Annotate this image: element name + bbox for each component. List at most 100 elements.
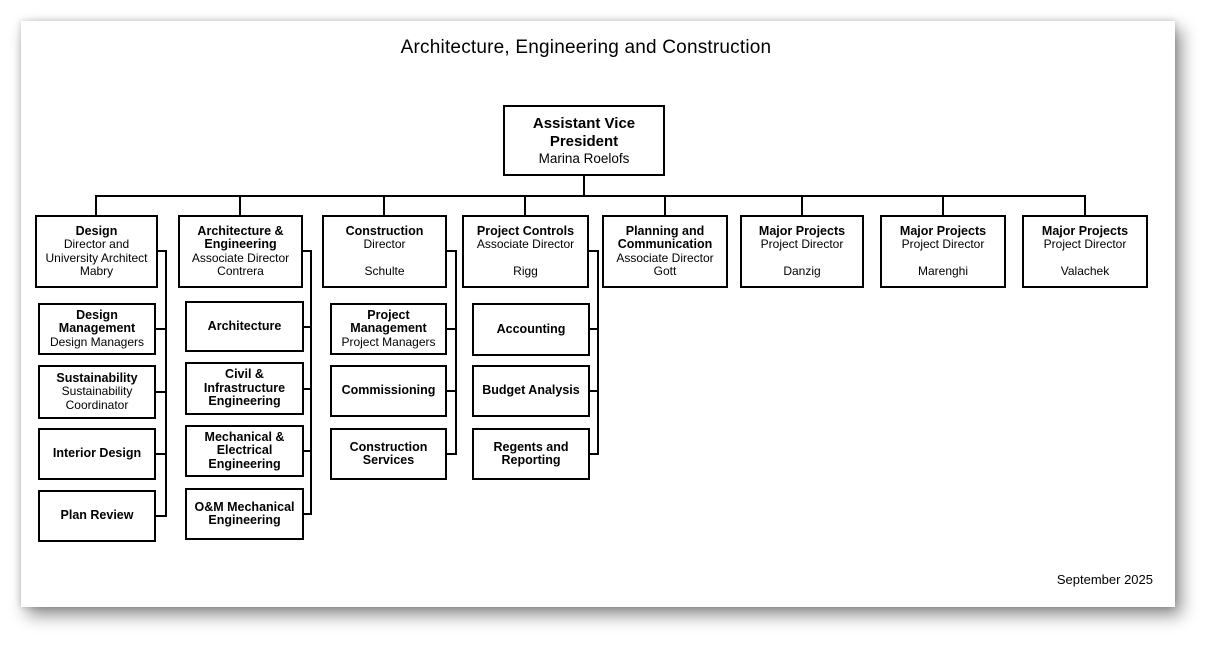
- dept-role: Associate Director: [191, 250, 290, 265]
- org-box-assistant-vice-president: Assistant Vice President Marina Roelofs: [503, 105, 665, 176]
- connector-stub: [304, 388, 312, 390]
- dept-role: Project Director: [1043, 237, 1127, 252]
- connector-stub: [447, 453, 455, 455]
- sub-title: Construction Services: [349, 439, 428, 467]
- dept-person: Schulte: [364, 263, 405, 278]
- connector-drop-valachek: [1084, 195, 1086, 215]
- dept-title: Planning and Communication: [617, 223, 713, 251]
- connector-drop-ae: [239, 195, 241, 215]
- org-box-title: Assistant Vice President: [532, 114, 636, 150]
- dept-box-design: Design Director and University Architect…: [35, 215, 158, 288]
- connector-stub: [304, 450, 312, 452]
- sub-title: Sustainability: [56, 370, 138, 385]
- sub-box-interior-design: Interior Design: [38, 428, 156, 480]
- sub-title: O&M Mechanical Engineering: [194, 499, 295, 527]
- connector-drop-marenghi: [942, 195, 944, 215]
- sub-title: Plan Review: [60, 508, 134, 523]
- connector-stub: [156, 391, 165, 393]
- sub-box-project-management: Project Management Project Managers: [330, 303, 447, 355]
- sub-box-mechanical-electrical: Mechanical & Electrical Engineering: [185, 425, 304, 477]
- connector-stub: [447, 390, 455, 392]
- sub-box-regents-reporting: Regents and Reporting: [472, 428, 590, 480]
- sub-title: Project Management: [350, 307, 427, 336]
- connector-rail-construction: [455, 250, 457, 455]
- connector-drop-construction: [383, 195, 385, 215]
- chart-title: Architecture, Engineering and Constructi…: [400, 37, 772, 58]
- dept-title: Project Controls: [476, 223, 575, 238]
- connector-stub: [590, 390, 598, 392]
- dept-role: Director: [363, 237, 406, 252]
- connector-stub: [589, 250, 599, 252]
- dept-box-project-controls: Project Controls Associate Director Rigg: [462, 215, 589, 288]
- connector-stub: [304, 513, 312, 515]
- sub-subtitle: Design Managers: [49, 334, 145, 349]
- dept-role: Project Director: [760, 237, 844, 252]
- dept-title: Major Projects: [758, 223, 846, 238]
- sub-title: Regents and Reporting: [493, 439, 569, 467]
- connector-top-rail: [96, 195, 1086, 197]
- sub-box-construction-services: Construction Services: [330, 428, 447, 480]
- sub-subtitle: Project Managers: [341, 334, 436, 349]
- connector-stub: [156, 515, 165, 517]
- connector-drop-project-controls: [524, 195, 526, 215]
- dept-title: Construction: [345, 223, 424, 238]
- sub-title: Interior Design: [52, 446, 142, 461]
- dept-title: Architecture & Engineering: [197, 223, 284, 251]
- sub-title: Architecture: [207, 318, 282, 333]
- dept-box-architecture-engineering: Architecture & Engineering Associate Dir…: [178, 215, 303, 288]
- dept-title: Design: [75, 223, 118, 238]
- dept-person: Mabry: [79, 264, 114, 278]
- connector-drop-danzig: [801, 195, 803, 215]
- sub-box-architecture: Architecture: [185, 301, 304, 352]
- connector-stub: [156, 328, 165, 330]
- dept-role: Project Director: [901, 237, 985, 252]
- sub-box-design-management: Design Management Design Managers: [38, 303, 156, 355]
- sub-box-accounting: Accounting: [472, 303, 590, 356]
- dept-role: Director and University Architect: [45, 237, 148, 265]
- dept-title: Major Projects: [899, 223, 987, 238]
- dept-role: Associate Director: [476, 237, 575, 252]
- dept-box-planning-communication: Planning and Communication Associate Dir…: [602, 215, 728, 288]
- sub-title: Mechanical & Electrical Engineering: [204, 429, 285, 471]
- connector-rail-project-controls: [597, 250, 599, 455]
- dept-role: Associate Director: [616, 250, 714, 265]
- connector-root-feed: [583, 176, 585, 195]
- dept-person: Contrera: [217, 264, 264, 278]
- sub-title: Design Management: [58, 307, 136, 336]
- connector-stub: [447, 328, 455, 330]
- connector-drop-design: [95, 195, 97, 215]
- dept-person: Valachek: [1060, 263, 1110, 278]
- dept-person: Rigg: [513, 263, 538, 278]
- connector-stub: [447, 250, 457, 252]
- dept-title: Major Projects: [1041, 223, 1129, 238]
- connector-stub: [304, 326, 312, 328]
- sub-box-commissioning: Commissioning: [330, 365, 447, 417]
- connector-stub: [303, 250, 312, 252]
- connector-rail-design: [165, 250, 167, 517]
- sub-title: Civil & Infrastructure Engineering: [203, 367, 286, 409]
- sub-title: Budget Analysis: [482, 383, 580, 398]
- connector-drop-planning: [664, 195, 666, 215]
- sub-title: Commissioning: [341, 383, 436, 398]
- dept-box-major-projects-marenghi: Major Projects Project Director Marenghi: [880, 215, 1006, 288]
- dept-box-major-projects-danzig: Major Projects Project Director Danzig: [740, 215, 864, 288]
- connector-stub: [590, 328, 598, 330]
- connector-stub: [158, 250, 167, 252]
- connector-rail-ae: [310, 250, 312, 515]
- date-label: September 2025: [1056, 572, 1153, 587]
- dept-box-major-projects-valachek: Major Projects Project Director Valachek: [1022, 215, 1148, 288]
- org-box-person: Marina Roelofs: [538, 150, 630, 166]
- dept-person: Danzig: [783, 263, 821, 278]
- dept-person: Marenghi: [917, 263, 969, 278]
- org-chart-page: Architecture, Engineering and Constructi…: [21, 21, 1175, 607]
- connector-stub: [156, 453, 165, 455]
- dept-person: Gott: [653, 264, 677, 278]
- sub-box-civil-infrastructure: Civil & Infrastructure Engineering: [185, 362, 304, 415]
- sub-subtitle: Sustainability Coordinator: [61, 384, 133, 412]
- sub-box-plan-review: Plan Review: [38, 490, 156, 542]
- sub-box-om-mechanical: O&M Mechanical Engineering: [185, 488, 304, 540]
- connector-stub: [590, 453, 598, 455]
- sub-box-sustainability: Sustainability Sustainability Coordinato…: [38, 365, 156, 419]
- dept-box-construction: Construction Director Schulte: [322, 215, 447, 288]
